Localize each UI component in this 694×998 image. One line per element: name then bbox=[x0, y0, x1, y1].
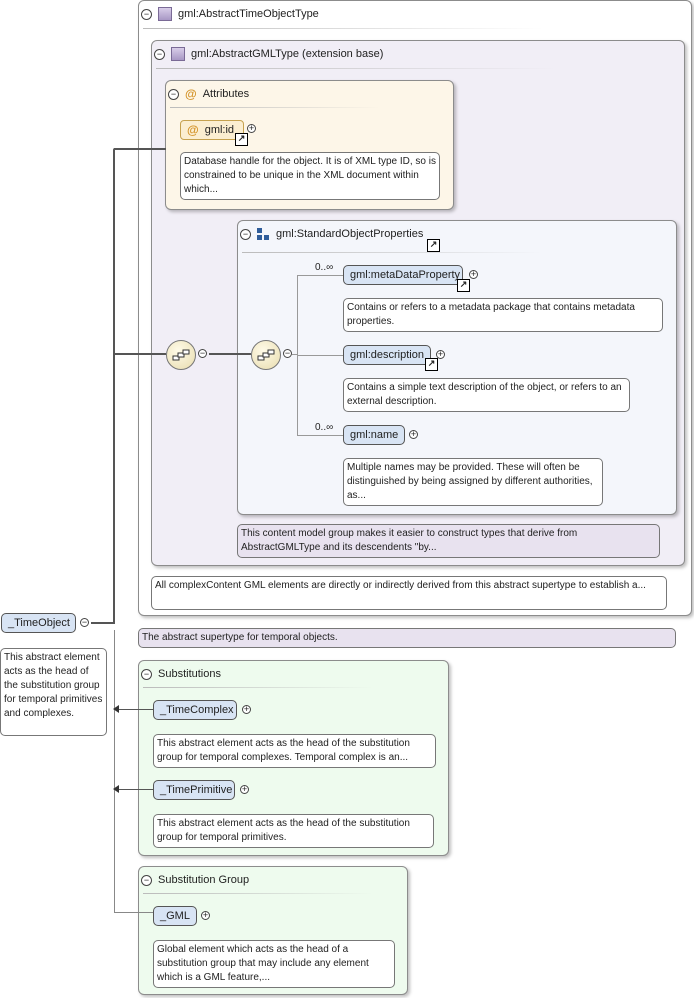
element-label: gml:name bbox=[350, 429, 399, 441]
connector-line bbox=[297, 275, 343, 276]
collapse-icon[interactable]: − bbox=[168, 88, 179, 100]
group-icon bbox=[257, 227, 270, 241]
element-label: gml:description bbox=[350, 349, 424, 361]
element-label: _TimeObject bbox=[8, 617, 70, 629]
arrow-left-icon bbox=[113, 705, 119, 713]
collapse-icon[interactable]: − bbox=[141, 8, 152, 20]
element-label: _TimePrimitive bbox=[160, 784, 233, 796]
connector-line bbox=[113, 148, 115, 623]
collapse-icon[interactable]: − bbox=[154, 48, 165, 60]
element-metadata-property[interactable]: gml:metaDataProperty bbox=[343, 265, 463, 285]
collapse-icon[interactable]: − bbox=[141, 874, 152, 886]
divider bbox=[242, 252, 542, 253]
sequence-compositor-icon[interactable] bbox=[251, 340, 281, 370]
gml-type-title: gml:AbstractGMLType (extension base) bbox=[191, 48, 384, 60]
attributes-header: − @ Attributes bbox=[168, 84, 249, 104]
attribute-gml-id[interactable]: @ gml:id bbox=[180, 120, 244, 140]
cardinality-label: 0..∞ bbox=[315, 262, 334, 273]
outer-type-header: − gml:AbstractTimeObjectType bbox=[141, 4, 319, 24]
collapse-icon[interactable]: − bbox=[198, 348, 207, 358]
expand-icon[interactable]: + bbox=[469, 269, 478, 279]
connector-line bbox=[292, 354, 298, 355]
arrow-left-icon bbox=[113, 785, 119, 793]
attribute-icon: @ bbox=[185, 87, 197, 101]
expand-icon[interactable]: + bbox=[436, 349, 445, 359]
gml-type-header: − gml:AbstractGMLType (extension base) bbox=[154, 44, 383, 64]
element-description[interactable]: gml:description bbox=[343, 345, 431, 365]
connector-line bbox=[297, 355, 343, 356]
link-icon[interactable]: ↗ bbox=[235, 133, 248, 146]
attribute-icon: @ bbox=[187, 123, 199, 137]
divider bbox=[170, 107, 380, 108]
link-icon[interactable]: ↗ bbox=[427, 239, 440, 252]
divider bbox=[143, 893, 373, 894]
root-element[interactable]: _TimeObject bbox=[1, 613, 76, 633]
element-doc: Global element which acts as the head of… bbox=[153, 940, 395, 988]
element-time-primitive[interactable]: _TimePrimitive bbox=[153, 780, 235, 800]
element-label: _TimeComplex bbox=[160, 704, 234, 716]
expand-icon[interactable]: + bbox=[201, 910, 210, 920]
element-doc: This abstract element acts as the head o… bbox=[153, 734, 436, 768]
element-label: _GML bbox=[160, 910, 190, 922]
divider bbox=[143, 687, 373, 688]
divider bbox=[143, 28, 543, 29]
connector-line bbox=[91, 622, 115, 624]
connector-line bbox=[114, 353, 166, 355]
subst-group-title: Substitution Group bbox=[158, 874, 250, 886]
connector-line bbox=[114, 148, 166, 150]
collapse-icon[interactable]: − bbox=[80, 617, 89, 627]
root-doc: This abstract element acts as the head o… bbox=[0, 648, 107, 736]
gml-type-doc: All complexContent GML elements are dire… bbox=[151, 576, 667, 610]
connector-line bbox=[118, 709, 153, 710]
connector-line bbox=[118, 789, 153, 790]
subst-group-header: − Substitution Group bbox=[141, 870, 249, 890]
expand-icon[interactable]: + bbox=[409, 429, 418, 439]
std-props-title: gml:StandardObjectProperties bbox=[276, 228, 424, 240]
element-doc: Multiple names may be provided. These wi… bbox=[343, 458, 603, 506]
attributes-title: Attributes bbox=[202, 88, 250, 100]
attribute-label: gml:id bbox=[204, 124, 235, 136]
cardinality-label: 0..∞ bbox=[315, 422, 334, 433]
element-doc: Contains or refers to a metadata package… bbox=[343, 298, 663, 332]
element-doc: This abstract element acts as the head o… bbox=[153, 814, 434, 848]
std-props-header: − gml:StandardObjectProperties bbox=[240, 224, 423, 244]
element-doc: Contains a simple text description of th… bbox=[343, 378, 630, 412]
collapse-icon[interactable]: − bbox=[283, 348, 292, 358]
element-time-complex[interactable]: _TimeComplex bbox=[153, 700, 237, 720]
connector-line bbox=[209, 353, 251, 355]
substitutions-title: Substitutions bbox=[158, 668, 221, 680]
element-label: gml:metaDataProperty bbox=[350, 269, 461, 281]
link-icon[interactable]: ↗ bbox=[425, 358, 438, 371]
element-name[interactable]: gml:name bbox=[343, 425, 405, 445]
element-gml[interactable]: _GML bbox=[153, 906, 197, 926]
attribute-doc: Database handle for the object. It is of… bbox=[180, 152, 440, 200]
group-doc: This content model group makes it easier… bbox=[237, 524, 660, 558]
outer-type-doc: The abstract supertype for temporal obje… bbox=[138, 628, 676, 648]
collapse-icon[interactable]: − bbox=[141, 668, 152, 680]
sequence-compositor-icon[interactable] bbox=[166, 340, 196, 370]
outer-type-title: gml:AbstractTimeObjectType bbox=[178, 8, 319, 20]
expand-icon[interactable]: + bbox=[242, 704, 251, 714]
expand-icon[interactable]: + bbox=[247, 123, 256, 133]
collapse-icon[interactable]: − bbox=[240, 228, 251, 240]
substitutions-header: − Substitutions bbox=[141, 664, 221, 684]
connector-line bbox=[297, 435, 343, 436]
link-icon[interactable]: ↗ bbox=[457, 279, 470, 292]
divider bbox=[156, 68, 556, 69]
connector-line bbox=[114, 630, 115, 912]
complex-type-icon bbox=[158, 7, 172, 21]
complex-type-icon bbox=[171, 47, 185, 61]
expand-icon[interactable]: + bbox=[240, 784, 249, 794]
connector-line bbox=[114, 912, 153, 913]
